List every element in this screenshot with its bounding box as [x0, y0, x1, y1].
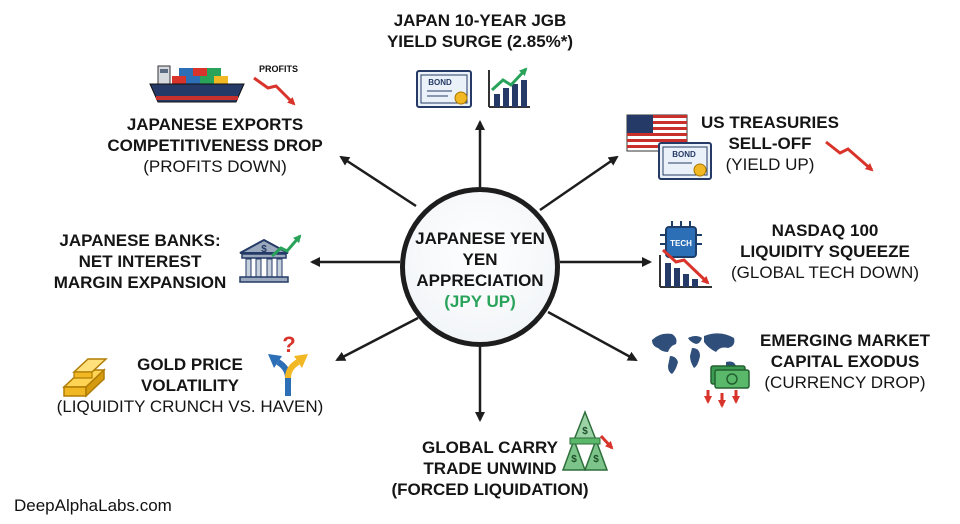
- center-line-4: (JPY UP): [444, 292, 516, 311]
- gold-title-2: VOLATILITY: [141, 376, 239, 395]
- arrow-to-treasuries: [539, 155, 619, 212]
- treasuries-sub: (YIELD UP): [725, 155, 815, 174]
- svg-text:$: $: [593, 454, 599, 465]
- svg-text:$: $: [261, 244, 267, 255]
- rising-chart-icon: [271, 234, 302, 258]
- exports-title-1: JAPANESE EXPORTS: [126, 115, 304, 134]
- svg-text:BOND: BOND: [672, 150, 696, 159]
- svg-text:$: $: [571, 454, 577, 465]
- bond-certificate-icon: BOND: [658, 142, 712, 180]
- arrow-to-gold: [335, 316, 419, 362]
- nasdaq-sub: (GLOBAL TECH DOWN): [731, 263, 919, 282]
- center-label: JAPANESE YEN YEN APPRECIATION (JPY UP): [400, 228, 560, 312]
- banks-title-1: JAPANESE BANKS:: [59, 231, 221, 250]
- treasuries-title-2: SELL-OFF: [728, 134, 812, 153]
- svg-text:$: $: [582, 426, 588, 437]
- node-jgb: JAPAN 10-YEAR JGB YIELD SURGE (2.85%*): [360, 10, 600, 52]
- jgb-title-2: YIELD SURGE (2.85%*): [386, 32, 574, 51]
- jgb-title-1: JAPAN 10-YEAR JGB: [393, 11, 567, 30]
- banks-title-2: NET INTEREST: [78, 252, 202, 271]
- rising-chart-icon: [488, 67, 530, 108]
- carry-title-2: TRADE UNWIND: [423, 459, 557, 478]
- tech-chip-icon: TECH: [660, 221, 702, 258]
- node-exports: JAPANESE EXPORTS COMPETITIVENESS DROP (P…: [80, 114, 350, 177]
- footer-brand: DeepAlphaLabs.com: [14, 496, 172, 515]
- nasdaq-title-1: NASDAQ 100: [771, 221, 879, 240]
- gold-sub: (LIQUIDITY CRUNCH VS. HAVEN): [56, 397, 324, 416]
- cargo-ship-icon: [149, 65, 245, 103]
- center-line-2: YEN: [462, 250, 498, 269]
- connector-arrows: [310, 120, 652, 422]
- node-emerging: EMERGING MARKET CAPITAL EXODUS (CURRENCY…: [745, 330, 945, 393]
- falling-chart-icon: [659, 248, 712, 288]
- center-hub-circle: [400, 187, 560, 347]
- carry-title-3: (FORCED LIQUIDATION): [391, 480, 589, 499]
- nasdaq-title-2: LIQUIDITY SQUEEZE: [740, 242, 910, 261]
- center-line-3: APPRECIATION: [416, 271, 544, 290]
- svg-text:BOND: BOND: [428, 78, 452, 87]
- exports-sub: (PROFITS DOWN): [143, 157, 287, 176]
- center-line-1: JAPANESE YEN: [415, 229, 545, 248]
- split-arrow-question-icon: ?: [268, 332, 308, 396]
- down-arrow-icon: [825, 140, 874, 172]
- treasuries-title-1: US TREASURIES: [701, 113, 839, 132]
- arrow-to-exports: [339, 155, 417, 208]
- node-carry: GLOBAL CARRY TRADE UNWIND (FORCED LIQUID…: [380, 437, 600, 500]
- world-map-icon: [652, 333, 736, 374]
- bond-certificate-icon: BOND: [416, 70, 472, 108]
- emerging-title-1: EMERGING MARKET: [760, 331, 930, 350]
- exports-title-2: COMPETITIVENESS DROP: [107, 136, 323, 155]
- node-treasuries: US TREASURIES SELL-OFF (YIELD UP): [690, 112, 850, 175]
- svg-text:TECH: TECH: [670, 239, 692, 248]
- node-nasdaq: NASDAQ 100 LIQUIDITY SQUEEZE (GLOBAL TEC…: [715, 220, 935, 283]
- carry-title-1: GLOBAL CARRY: [422, 438, 558, 457]
- svg-text:PROFITS: PROFITS: [259, 64, 298, 74]
- svg-text:?: ?: [282, 332, 295, 357]
- gold-bar-icon: [62, 358, 108, 398]
- node-gold: GOLD PRICE VOLATILITY (LIQUIDITY CRUNCH …: [30, 354, 350, 417]
- bank-icon: $: [239, 238, 289, 283]
- cash-house-of-cards-icon: $ $ $: [561, 409, 609, 471]
- node-banks: JAPANESE BANKS: NET INTEREST MARGIN EXPA…: [40, 230, 240, 293]
- down-arrow-icon: [599, 434, 614, 450]
- banks-title-3: MARGIN EXPANSION: [53, 273, 227, 292]
- falling-profits-icon: PROFITS: [253, 64, 298, 106]
- emerging-sub: (CURRENCY DROP): [764, 373, 926, 392]
- gold-title-1: GOLD PRICE: [137, 355, 243, 374]
- emerging-title-2: CAPITAL EXODUS: [770, 352, 920, 371]
- cash-outflow-icon: [704, 365, 750, 408]
- arrow-to-emerging: [547, 310, 638, 362]
